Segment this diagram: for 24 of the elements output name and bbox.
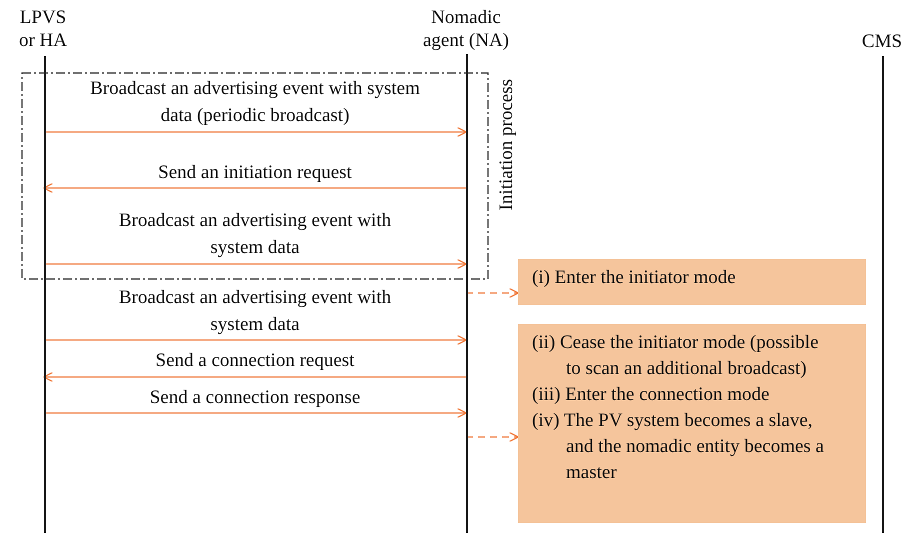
participant-label: Nomadic agent (NA) [422,6,510,52]
message-arrow [466,288,520,298]
message-arrow [44,258,468,270]
participant-label: CMS [860,30,904,53]
message-arrow [42,372,466,382]
note-text: (iii) Enter the connection mode [531,383,770,407]
participant-label: LPVS or HA [18,6,68,52]
message-arrow [44,126,468,138]
message-arrow [42,182,466,194]
note-text: (iv) The PV system becomes a slave, and the nomadic entity becomes a master [531,409,825,485]
message-label: Send a connection request [154,349,356,373]
message-label: Broadcast an advertising event with system data [118,209,392,260]
note-box [518,324,866,523]
message-arrow [44,408,468,418]
message-label: Broadcast an advertising event with system data (periodic broadcast) [89,77,421,128]
message-arrow [44,334,468,346]
message-label: Send an initiation request [157,161,353,185]
message-arrow [466,432,520,442]
message-label: Send a connection response [148,386,362,410]
message-label: Broadcast an advertising event with system data [118,286,392,337]
note-text: (ii) Cease the initiator mode (possible to scan an additional broadcast) [531,331,820,381]
note-box [518,259,866,305]
note-text: (i) Enter the initiator mode [531,266,737,290]
frame-title: Initiation process [496,79,518,210]
